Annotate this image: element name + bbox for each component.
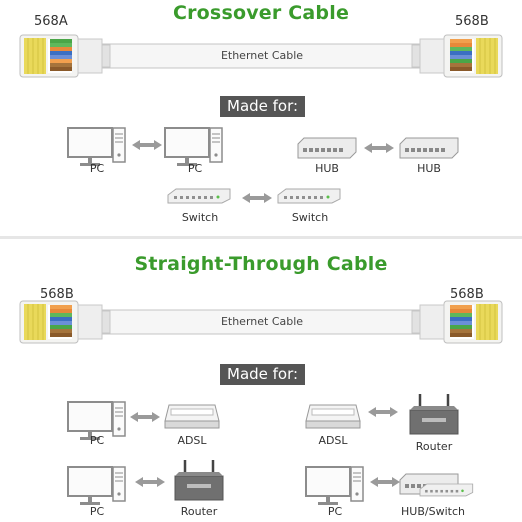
adsl-modem-icon bbox=[305, 404, 361, 429]
straight-cable bbox=[19, 300, 503, 344]
double-arrow-icon bbox=[242, 193, 272, 203]
wire-colors-right bbox=[450, 304, 498, 340]
wire-colors-left bbox=[24, 304, 72, 340]
straight-right-standard: 568B bbox=[450, 287, 484, 302]
tower-icon bbox=[112, 466, 126, 502]
straight-label-adsl-a: ADSL bbox=[177, 434, 207, 447]
crossover-made-for: Made for: bbox=[220, 96, 306, 117]
router-icon bbox=[408, 392, 460, 436]
monitor-icon bbox=[305, 466, 351, 506]
straight-label-router-c: Router bbox=[180, 505, 218, 518]
straight-label-hubswitch-d: HUB/Switch bbox=[401, 505, 465, 518]
crossover-cable-label: Ethernet Cable bbox=[220, 49, 304, 62]
hub-icon bbox=[399, 137, 459, 159]
double-arrow-icon bbox=[135, 477, 165, 487]
monitor-icon bbox=[67, 466, 113, 506]
crossover-label-hub1: HUB bbox=[315, 162, 339, 175]
monitor-icon bbox=[164, 127, 210, 167]
straight-label-pc-c: PC bbox=[89, 505, 105, 518]
monitor-icon bbox=[67, 127, 113, 167]
straight-cable-label: Ethernet Cable bbox=[220, 315, 304, 328]
crossover-label-pc2: PC bbox=[187, 162, 203, 175]
straight-made-for: Made for: bbox=[220, 364, 306, 385]
hub-icon bbox=[297, 137, 357, 159]
tower-icon bbox=[112, 127, 126, 163]
wire-colors-left bbox=[24, 38, 72, 74]
tower-icon bbox=[112, 401, 126, 437]
straight-label-adsl-b: ADSL bbox=[318, 434, 348, 447]
crossover-label-hub2: HUB bbox=[417, 162, 441, 175]
adsl-modem-icon bbox=[164, 404, 220, 429]
crossover-right-standard: 568B bbox=[455, 14, 489, 29]
straight-label-router-b: Router bbox=[415, 440, 453, 453]
section-divider bbox=[0, 236, 522, 239]
double-arrow-icon bbox=[364, 143, 394, 153]
straight-title: Straight-Through Cable bbox=[134, 253, 388, 275]
straight-left-standard: 568B bbox=[40, 287, 74, 302]
crossover-left-standard: 568A bbox=[34, 14, 68, 29]
double-arrow-icon bbox=[370, 477, 400, 487]
crossover-label-sw1: Switch bbox=[181, 211, 219, 224]
straight-label-pc-d: PC bbox=[327, 505, 343, 518]
tower-icon bbox=[350, 466, 364, 502]
crossover-title: Crossover Cable bbox=[172, 2, 350, 24]
double-arrow-icon bbox=[130, 412, 160, 422]
crossover-label-pc1: PC bbox=[89, 162, 105, 175]
double-arrow-icon bbox=[368, 407, 398, 417]
tower-icon bbox=[209, 127, 223, 163]
crossover-cable bbox=[19, 34, 503, 78]
switch-icon bbox=[277, 188, 341, 204]
crossover-label-sw2: Switch bbox=[291, 211, 329, 224]
router-icon bbox=[173, 458, 225, 502]
switch-icon bbox=[419, 483, 474, 497]
switch-icon bbox=[167, 188, 231, 204]
double-arrow-icon bbox=[132, 140, 162, 150]
wire-colors-right bbox=[450, 38, 498, 74]
straight-label-pc-a: PC bbox=[89, 434, 105, 447]
